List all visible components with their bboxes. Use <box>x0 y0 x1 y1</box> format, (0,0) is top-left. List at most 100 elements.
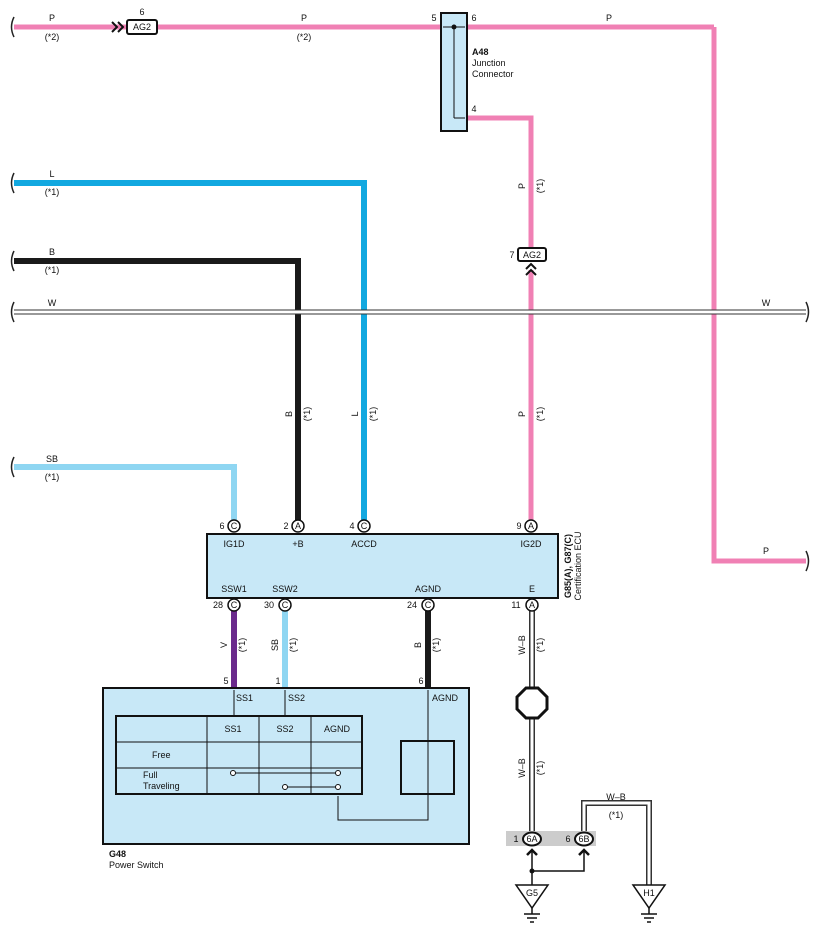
ground-h1-label: H1 <box>643 888 655 898</box>
ecu-pin-ssw1: C 28 SSW1 <box>213 584 247 612</box>
splice-right-pin: 6 <box>565 834 570 844</box>
a48-pin-down: 4 <box>471 104 476 114</box>
a48-pin-out: 6 <box>471 13 476 23</box>
ag2-mid-pin: 7 <box>509 250 514 260</box>
switch-pin-ss1-num: 5 <box>223 676 228 686</box>
switch-pin-ss1-name: SS1 <box>236 693 253 703</box>
ecu-pin-ssw2-num: 30 <box>264 600 274 610</box>
label-sb-vert: SB <box>270 639 280 651</box>
label-p-vert: P <box>517 183 527 189</box>
label-p-top-mid: P <box>301 13 307 23</box>
label-b-vert-2: B <box>413 642 423 648</box>
ecu-pin-ssw1-num: 28 <box>213 600 223 610</box>
ecu-pin-accd: C 4 ACCD <box>349 519 377 549</box>
label-p-bottom-right: P <box>763 546 769 556</box>
note-b-vert-2: (*1) <box>431 638 441 653</box>
ecu-pin-ig1d-num: 6 <box>219 521 224 531</box>
label-b-left: B <box>49 247 55 257</box>
ecu-pin-ig1d-name: IG1D <box>223 539 245 549</box>
note-b-vert: (*1) <box>302 407 312 422</box>
note-p-top-mid: (*2) <box>297 32 312 42</box>
ecu-pin-accd-conn: C <box>361 521 368 531</box>
note-b-left: (*1) <box>45 265 60 275</box>
ecu-pin-ig2d: A 9 IG2D <box>516 519 542 549</box>
switch-pin-ss2-num: 1 <box>275 676 280 686</box>
note-wb-vert-2: (*1) <box>535 761 545 776</box>
label-sb-left: SB <box>46 454 58 464</box>
label-p-top-left: P <box>49 13 55 23</box>
a48-name-2: Connector <box>472 69 514 79</box>
ecu-pin-b-num: 2 <box>283 521 288 531</box>
ground-splice: 6A 6B 1 6 <box>506 831 596 885</box>
wire-break-marks <box>10 16 810 572</box>
ecu-pin-e-name: E <box>529 584 535 594</box>
ag2-top-pin: 6 <box>139 7 144 17</box>
connector-ag2-mid: AG2 7 <box>509 247 547 276</box>
a48-id: A48 <box>472 47 489 57</box>
ecu-pin-e-num: 11 <box>511 600 520 610</box>
note-wb-horiz: (*1) <box>609 810 624 820</box>
ecu-pin-ig2d-num: 9 <box>516 521 521 531</box>
note-sb-vert: (*1) <box>288 638 298 653</box>
label-wb-horiz: W–B <box>606 792 626 802</box>
ecu-pin-ig2d-conn: A <box>528 521 534 531</box>
label-w-left: W <box>48 298 57 308</box>
ecu-name: Certification ECU <box>573 531 583 600</box>
label-l-vert: L <box>350 411 360 416</box>
a48-name-1: Junction <box>472 58 506 68</box>
splice-octagon <box>515 686 549 720</box>
ecu-pin-agnd-num: 24 <box>407 600 417 610</box>
connector-ag2-top: AG2 6 <box>111 7 158 35</box>
table-header-agnd: AGND <box>324 724 351 734</box>
ground-g5-label: G5 <box>526 888 538 898</box>
label-wb-vert-2: W–B <box>517 758 527 778</box>
label-p-top-right: P <box>606 13 612 23</box>
junction-connector-a48: 5 6 4 A48 Junction Connector <box>431 12 514 132</box>
note-v-vert: (*1) <box>237 638 247 653</box>
label-w-right: W <box>762 298 771 308</box>
note-sb-left: (*1) <box>45 472 60 482</box>
ag2-top-label: AG2 <box>133 22 151 32</box>
ecu-pin-ssw2: C 30 SSW2 <box>264 584 298 612</box>
ecu-pin-ssw2-name: SSW2 <box>272 584 298 594</box>
label-wb-vert-1: W–B <box>517 635 527 655</box>
ecu-pin-b: A 2 +B <box>283 519 305 549</box>
wire-p-top <box>14 24 806 564</box>
ecu-pin-ig2d-name: IG2D <box>520 539 542 549</box>
table-row-full: Full <box>143 770 158 780</box>
ecu-pin-agnd-name: AGND <box>415 584 442 594</box>
note-p-vert-2: (*1) <box>535 407 545 422</box>
label-l-left: L <box>49 169 54 179</box>
switch-id: G48 <box>109 849 126 859</box>
note-l-left: (*1) <box>45 187 60 197</box>
ecu-pin-accd-num: 4 <box>349 521 354 531</box>
ecu-pin-accd-name: ACCD <box>351 539 377 549</box>
ground-h1: H1 <box>631 884 667 923</box>
label-p-vert-2: P <box>517 411 527 417</box>
switch-pin-agnd-num: 6 <box>418 676 423 686</box>
note-wb-vert-1: (*1) <box>535 638 545 653</box>
note-p-vert: (*1) <box>535 179 545 194</box>
wire-sb <box>14 464 237 520</box>
certification-ecu: G85(A), G87(C) Certification ECU <box>206 531 583 601</box>
ag2-mid-label: AG2 <box>523 250 541 260</box>
table-header-ss1: SS1 <box>224 724 241 734</box>
note-p-top-left: (*2) <box>45 32 60 42</box>
ecu-pin-agnd-conn: C <box>425 600 432 610</box>
ecu-pin-ig1d: C 6 IG1D <box>219 519 245 549</box>
a48-pin-in: 5 <box>431 13 436 23</box>
switch-name: Power Switch <box>109 860 164 870</box>
splice-left-id: 6A <box>526 834 537 844</box>
table-row-free: Free <box>152 750 171 760</box>
table-row-traveling: Traveling <box>143 781 180 791</box>
switch-pin-agnd-name: AGND <box>432 693 459 703</box>
label-v-vert: V <box>219 642 229 648</box>
wire-b <box>14 258 301 520</box>
wire-wb <box>529 610 652 885</box>
splice-right-id: 6B <box>578 834 589 844</box>
splice-left-pin: 1 <box>513 834 518 844</box>
ecu-pin-e-conn: A <box>529 600 535 610</box>
ecu-pin-ssw1-name: SSW1 <box>221 584 247 594</box>
ecu-pin-b-name: +B <box>292 539 303 549</box>
